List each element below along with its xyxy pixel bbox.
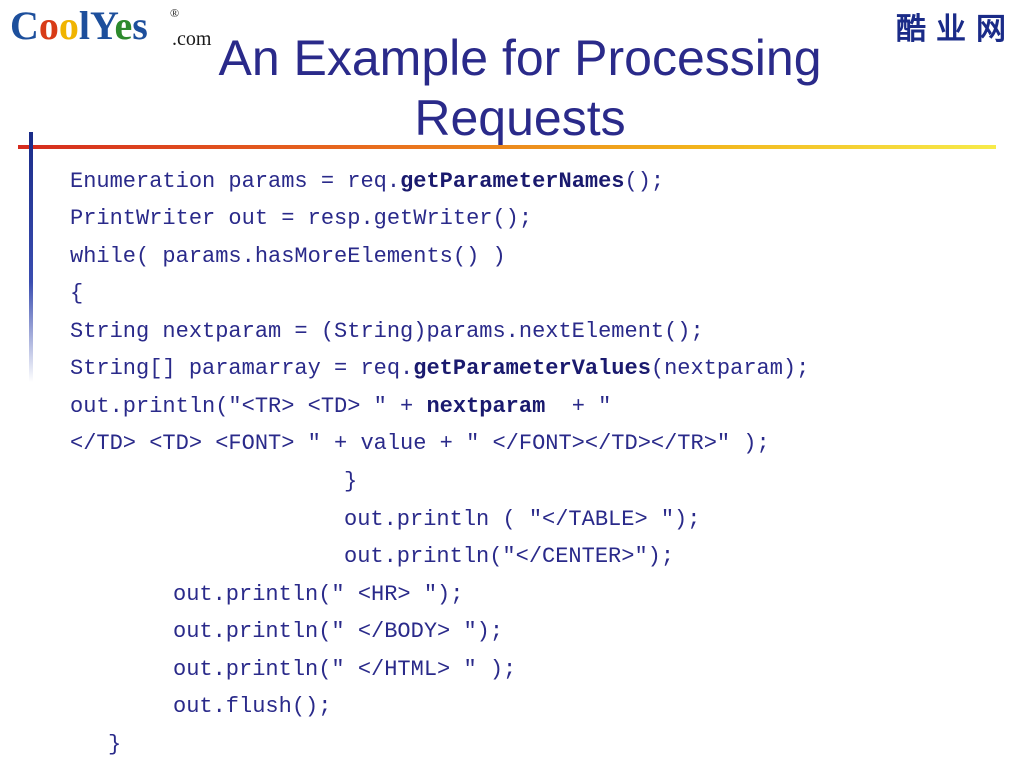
code-text: out.println("<TR> <TD> " + xyxy=(70,394,427,419)
code-line: out.println("</CENTER>"); xyxy=(344,544,675,569)
code-line: { xyxy=(70,281,84,306)
code-line: out.flush(); xyxy=(173,694,332,719)
title-underline-rule xyxy=(18,145,996,149)
registered-mark: ® xyxy=(170,6,180,20)
slide-title: An Example for Processing Requests xyxy=(218,30,822,146)
code-line: String nextparam = (String)params.nextEl… xyxy=(70,319,704,344)
logo-letter: e xyxy=(114,3,133,48)
code-text: (); xyxy=(624,169,665,194)
code-line: String[] paramarray = req.getParameterVa… xyxy=(70,355,809,383)
code-line: } xyxy=(344,469,358,494)
code-line: PrintWriter out = resp.getWriter(); xyxy=(70,206,533,231)
code-line: </TD> <TD> <FONT> " + value + " </FONT><… xyxy=(70,431,770,456)
code-variable-highlight: nextparam xyxy=(426,394,546,419)
logo-domain-suffix: .com xyxy=(172,28,212,50)
code-method-highlight: getParameterValues xyxy=(413,356,651,381)
logo-letter: l xyxy=(78,3,91,48)
code-text: (nextparam); xyxy=(650,356,810,381)
code-text: String[] paramarray = req. xyxy=(70,356,414,381)
logo-letter: Y xyxy=(90,3,115,48)
code-line: out.println(" <HR> "); xyxy=(173,582,464,607)
code-line: out.println(" </BODY> "); xyxy=(173,619,504,644)
code-text: + " xyxy=(545,394,612,419)
logo-letter: C xyxy=(10,3,39,48)
brand-chinese-name: 酷业网 xyxy=(896,12,1016,47)
logo-letter: o xyxy=(58,3,79,48)
logo-letter: s xyxy=(132,3,148,48)
coolyes-logo: CoolYes ® .com xyxy=(10,2,220,50)
left-accent-rule xyxy=(29,132,33,382)
code-line: out.println ( "</TABLE> "); xyxy=(344,507,701,532)
logo-letter: o xyxy=(38,3,59,48)
code-line: } xyxy=(108,732,122,757)
code-line: out.println(" </HTML> " ); xyxy=(173,657,517,682)
code-method-highlight: getParameterNames xyxy=(400,169,625,194)
code-line: while( params.hasMoreElements() ) xyxy=(70,244,506,269)
code-text: Enumeration params = req. xyxy=(70,169,401,194)
code-line: Enumeration params = req.getParameterNam… xyxy=(70,168,664,196)
code-line: out.println("<TR> <TD> " + nextparam + " xyxy=(70,393,611,421)
